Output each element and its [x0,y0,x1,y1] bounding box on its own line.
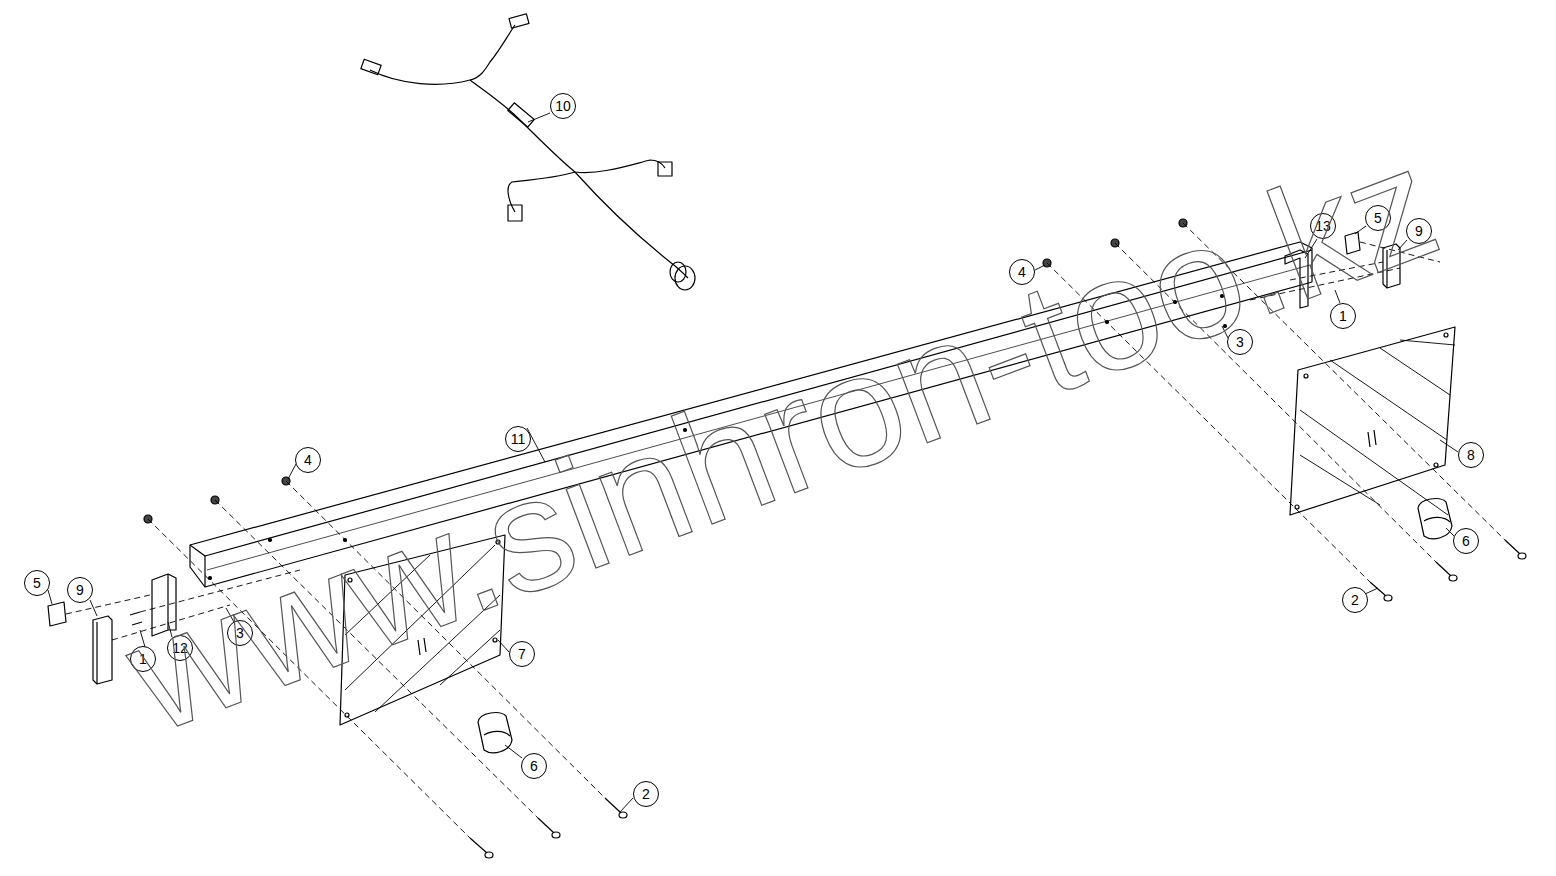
callout-number: 5 [33,576,41,590]
wiring-harness [361,14,695,290]
callout-number: 8 [1467,448,1475,462]
callout-circle: 8 [1458,442,1484,468]
callout-number: 10 [555,99,571,113]
callout-circle: 6 [1453,528,1479,554]
callout-number: 6 [1462,534,1470,548]
watermark: www.sinhron-too.kz [108,122,1455,759]
callout-number: 4 [304,453,312,467]
callout-number: 7 [518,647,526,661]
callout-number: 2 [1351,593,1359,607]
callout-number: 2 [642,787,650,801]
callout-number: 11 [511,432,526,446]
callout-circle: 4 [295,447,321,473]
callout-circle: 2 [1342,587,1368,613]
callout-circle: 2 [633,781,659,807]
callout-circle: 6 [521,753,547,779]
callout-number: 6 [530,759,538,773]
callout-circle: 9 [67,577,93,603]
callout-circle: 10 [550,93,576,119]
callout-circle: 5 [24,570,50,596]
callout-circle: 7 [509,641,535,667]
leader-line [48,113,1458,812]
callout-number: 9 [76,583,84,597]
callout-circle: 11 [505,426,531,452]
